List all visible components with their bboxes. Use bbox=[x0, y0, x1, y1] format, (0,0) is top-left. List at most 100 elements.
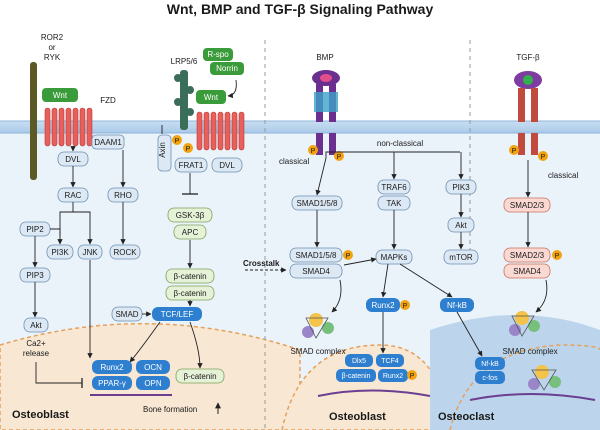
fzd-receptor-canonical bbox=[196, 111, 245, 151]
dlx5-node bbox=[345, 354, 373, 367]
pik3-label: PIK3 bbox=[452, 183, 470, 192]
tcf-lef-label: TCF/LEF bbox=[161, 310, 194, 319]
bone-formation-label: Bone formation bbox=[143, 405, 197, 414]
mtor-label: mTOR bbox=[449, 253, 473, 262]
gsk3b-node bbox=[167, 207, 213, 223]
traf6-node bbox=[377, 179, 411, 195]
pi3k-node bbox=[46, 244, 74, 260]
ror2-label: ROR2 bbox=[41, 33, 64, 42]
diagram-title: Wnt, BMP and TGF-β Signaling Pathway bbox=[167, 1, 434, 17]
apc-label: APC bbox=[182, 228, 199, 237]
osteoclast-label: Osteoclast bbox=[438, 411, 495, 423]
gsk3b-label: GSK-3β bbox=[176, 211, 205, 220]
bmp-receptor bbox=[312, 70, 340, 155]
osteoclast-region bbox=[430, 315, 600, 430]
wnt-ligand-canonical-label: Wnt bbox=[204, 93, 219, 102]
tgf-classical-label: classical bbox=[548, 171, 578, 180]
smad-complex-bmp-icon bbox=[302, 313, 334, 339]
smad23-node-b bbox=[503, 247, 551, 263]
noncanonical-arrows bbox=[32, 146, 126, 388]
cfos-label: c-fos bbox=[482, 375, 498, 382]
rspo-node bbox=[203, 48, 233, 61]
fzd-label: FZD bbox=[100, 96, 116, 105]
norrin-node bbox=[210, 62, 244, 75]
bmp-nonclassical-label: non-classical bbox=[377, 139, 423, 148]
tcf4-node bbox=[376, 354, 404, 367]
axin-node bbox=[157, 134, 172, 172]
crosstalk-label: Crosstalk bbox=[243, 259, 280, 268]
p-axin-label: P bbox=[175, 138, 180, 145]
axin-label: Axin bbox=[158, 142, 167, 158]
bmp-arrows bbox=[314, 151, 483, 357]
tcf-lef-node bbox=[152, 307, 202, 321]
tgf-arrows bbox=[525, 160, 548, 313]
bcat-label-1: β-catenin bbox=[173, 272, 206, 281]
p-smad23 bbox=[552, 250, 562, 260]
dlx5-label: Dlx5 bbox=[352, 358, 366, 365]
p-runx2-label: P bbox=[403, 303, 408, 310]
p-bmp-2 bbox=[334, 151, 344, 161]
rho-label: RHO bbox=[114, 191, 132, 200]
daam1-node bbox=[91, 134, 125, 150]
dna-strand-bmp bbox=[317, 389, 431, 397]
opn-node bbox=[136, 376, 170, 390]
lrp-propellers bbox=[174, 74, 194, 116]
p-bmp-1 bbox=[308, 145, 318, 155]
rock-label: ROCK bbox=[113, 248, 137, 257]
apc-node bbox=[173, 224, 207, 240]
cell-membrane bbox=[0, 121, 600, 133]
p-bmp-1-label: P bbox=[311, 148, 316, 155]
akt-bmp-label: Akt bbox=[455, 221, 467, 230]
p-lrp bbox=[183, 143, 193, 153]
smad158-node-b bbox=[289, 247, 343, 263]
frat1-label: FRAT1 bbox=[179, 161, 204, 170]
jnk-node bbox=[77, 244, 103, 260]
norrin-label: Norrin bbox=[216, 64, 238, 73]
p-smad23-label: P bbox=[555, 253, 560, 260]
fzd-receptor-left bbox=[44, 107, 93, 147]
nfkb-dna-label: Nf-kB bbox=[481, 361, 499, 368]
opn-label: OPN bbox=[144, 379, 162, 388]
p-tgf-1 bbox=[509, 145, 519, 155]
smad4-tgf-node bbox=[503, 263, 551, 279]
smad23-label-b: SMAD2/3 bbox=[510, 251, 545, 260]
smad-complex-tgf-icon bbox=[509, 311, 540, 337]
pi3k-label: PI3K bbox=[51, 248, 69, 257]
dvl-left-label: DVL bbox=[65, 155, 81, 164]
tgf-receptor bbox=[514, 71, 542, 155]
bcat-nucleus-node bbox=[175, 368, 225, 384]
pip3-label: PIP3 bbox=[26, 271, 44, 280]
runx2-left-node bbox=[92, 360, 132, 374]
p-bmp-2-label: P bbox=[337, 154, 342, 161]
p-axin bbox=[172, 135, 182, 145]
p-runx2-dna-label: P bbox=[410, 373, 415, 380]
bcat-nucleus-label: β-catenin bbox=[183, 372, 216, 381]
runx2-dna-node bbox=[378, 369, 408, 382]
akt-left-node bbox=[23, 317, 49, 333]
runx2-dna-label: Runx2 bbox=[383, 373, 403, 380]
p-runx2-dna bbox=[407, 370, 417, 380]
smad4-tgf-label: SMAD4 bbox=[513, 267, 541, 276]
p-lrp-label: P bbox=[186, 146, 191, 153]
smad23-label-a: SMAD2/3 bbox=[510, 201, 545, 210]
ca-label-1: Ca2+ bbox=[26, 339, 46, 348]
nfkb-dna-node bbox=[475, 357, 505, 370]
p-tgf-2 bbox=[538, 151, 548, 161]
bcat-bmp-label: β-catenin bbox=[342, 373, 371, 380]
cfos-node bbox=[475, 371, 505, 384]
runx2-bmp-node bbox=[366, 298, 400, 312]
akt-left-label: Akt bbox=[30, 321, 42, 330]
mapks-node bbox=[375, 249, 413, 265]
osteoblast-bmp-label: Osteoblast bbox=[329, 411, 386, 423]
smad-complex-bmp-label: SMAD complex bbox=[290, 347, 345, 356]
or-label: or bbox=[48, 43, 55, 52]
tgf-label: TGF-β bbox=[516, 53, 540, 62]
smad4-bmp-label: SMAD4 bbox=[302, 267, 330, 276]
smad-complex-tgf-label: SMAD complex bbox=[502, 347, 557, 356]
frat1-node bbox=[174, 157, 208, 173]
smad-complex-tgf-dna-icon bbox=[528, 365, 561, 391]
tcf4-label: TCF4 bbox=[381, 358, 399, 365]
bmp-classical-label: classical bbox=[279, 157, 309, 166]
